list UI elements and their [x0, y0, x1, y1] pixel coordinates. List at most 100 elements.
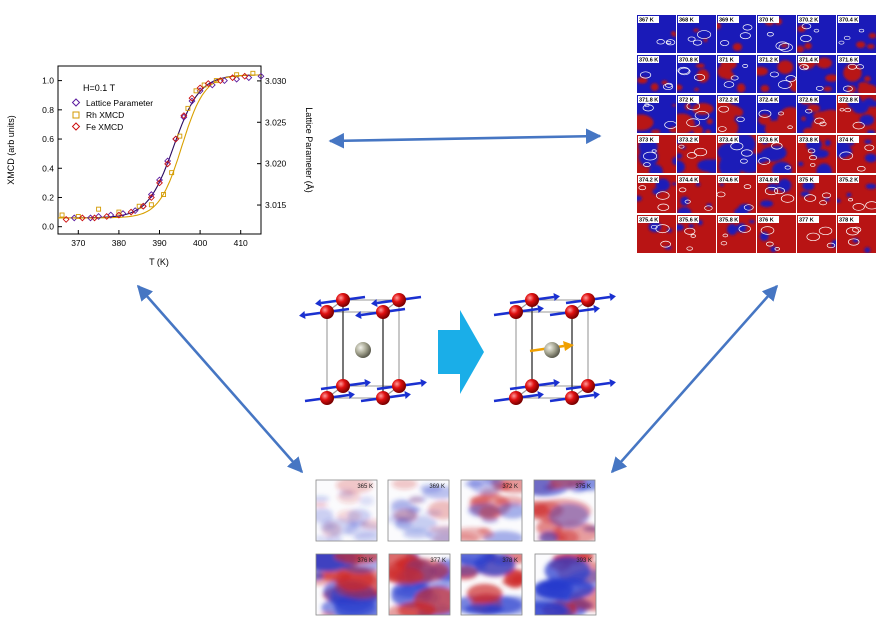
xmcd-contour	[722, 233, 729, 238]
xmcd-domain	[771, 161, 792, 173]
xmcd-domain	[677, 207, 692, 213]
diffuse-map: 378 K	[460, 553, 523, 616]
diffuse-blob	[501, 577, 522, 587]
y-tick-label: 0.0	[42, 222, 54, 232]
xmcd-contour	[800, 34, 812, 43]
induced-moment-arrowhead	[563, 341, 574, 351]
data-point	[193, 88, 199, 94]
xmcd-contour	[787, 125, 793, 129]
xmcd-domain	[866, 130, 876, 133]
chart-fit-curves	[58, 74, 262, 219]
xmcd-contour	[720, 40, 730, 46]
xmcd-contour	[843, 85, 853, 92]
xmcd-domain	[804, 42, 812, 50]
xmcd-domain	[843, 63, 862, 82]
xmcd-contour	[805, 108, 813, 114]
data-point	[177, 133, 183, 139]
xmcd-contour	[806, 232, 820, 242]
xmcd-tile-label-bg	[678, 176, 699, 183]
xmcd-domain	[693, 28, 699, 33]
data-point	[59, 212, 65, 218]
diffuse-blob	[401, 584, 412, 591]
xmcd-contour	[814, 117, 825, 125]
xmcd-tile-label: 372 K	[679, 98, 694, 104]
xmcd-domain	[672, 156, 676, 166]
xmcd-domain	[800, 191, 810, 197]
data-point	[161, 192, 167, 198]
xmcd-domain	[803, 127, 814, 133]
xmcd-contour	[693, 147, 708, 157]
diffuse-map-label: 376 K	[357, 558, 373, 564]
data-point	[148, 202, 154, 208]
xmcd-tile-label-bg	[718, 216, 739, 223]
xmcd-tile-label-bg	[838, 16, 859, 23]
data-point	[115, 211, 123, 219]
xmcd-tile: 372.4 K	[757, 95, 796, 133]
xmcd-tile: 371.2 K	[757, 55, 796, 93]
xmcd-tile-label: 372.6 K	[799, 98, 818, 104]
xmcd-contour	[758, 109, 772, 118]
xmcd-contour	[780, 194, 795, 203]
xmcd-contour	[810, 163, 816, 167]
diffuse-blob	[497, 502, 522, 519]
xmcd-contour	[638, 185, 647, 191]
xmcd-contour	[766, 32, 774, 37]
xmcd-domain	[666, 228, 673, 233]
y2-tick-label: 3.025	[265, 117, 287, 127]
data-point	[201, 82, 207, 88]
xmcd-tile: 372 K	[677, 95, 716, 133]
legend-label-fe: Fe XMCD	[86, 122, 123, 132]
chart-data-points	[59, 70, 265, 223]
xmcd-contour	[717, 126, 727, 132]
xmcd-contour	[656, 191, 670, 200]
xmcd-tile: 371.6 K	[837, 55, 876, 93]
moment-arrowhead	[537, 305, 544, 313]
xmcd-tile: 372.6 K	[797, 95, 836, 133]
diffuse-map-frame	[387, 479, 450, 542]
xmcd-contour	[784, 165, 791, 170]
xmcd-domain	[864, 76, 871, 82]
xmcd-tile: 368 K	[677, 15, 716, 53]
diffuse-blob	[474, 554, 516, 577]
xmcd-tile: 375.8 K	[717, 215, 756, 253]
xmcd-tile-label-bg	[718, 16, 739, 23]
xmcd-tile-label-bg	[798, 16, 819, 23]
xmcd-tile-label: 373.8 K	[799, 138, 818, 144]
xmcd-contour	[852, 226, 862, 233]
data-point	[62, 215, 70, 223]
fe-atom	[581, 293, 595, 307]
xmcd-contour	[819, 200, 828, 206]
xmcd-domain	[732, 43, 743, 51]
xmcd-tile: 374 K	[837, 135, 876, 173]
moment-arrowhead	[609, 379, 616, 387]
diffuse-blob	[389, 558, 450, 583]
xmcd-contour	[760, 226, 775, 235]
xmcd-domain	[865, 183, 876, 190]
y2-tick-label: 3.030	[265, 76, 287, 86]
xmcd-tile-label-bg	[798, 96, 819, 103]
fe-atom	[509, 305, 523, 319]
data-point	[156, 179, 163, 187]
legend-label-lattice: Lattice Parameter	[86, 98, 153, 108]
diffuse-map: 393 K	[534, 553, 597, 616]
diffuse-blob	[390, 499, 418, 523]
moment-arrowhead	[348, 391, 355, 399]
diffuse-map-label: 365 K	[357, 484, 373, 490]
xmcd-contour	[839, 108, 845, 112]
diffuse-map-frame	[315, 553, 378, 616]
xmcd-tile: 367 K	[637, 15, 676, 53]
xmcd-tile: 372.8 K	[837, 95, 876, 133]
connector-grid-to-maps	[610, 284, 779, 474]
diffuse-blob	[544, 556, 591, 585]
xmcd-contour	[686, 246, 693, 251]
fe-atom	[565, 391, 579, 405]
xmcd-tile-label-bg	[838, 176, 859, 183]
diffuse-blob	[479, 505, 501, 521]
xmcd-domain	[780, 43, 788, 48]
xmcd-domain	[864, 139, 872, 144]
xmcd-contour	[775, 41, 790, 51]
xmcd-contour	[764, 186, 779, 196]
